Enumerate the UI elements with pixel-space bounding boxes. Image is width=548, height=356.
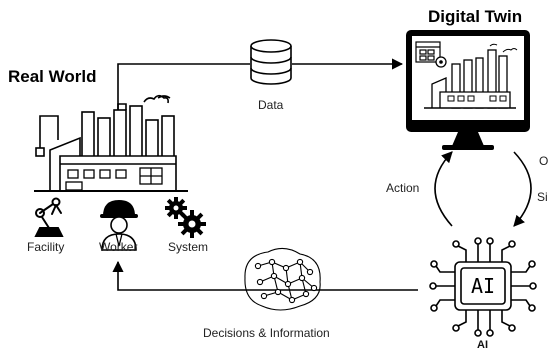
real-world-heading: Real World [8, 67, 97, 86]
worker-label: Worker [99, 240, 138, 254]
right-label-top: O [539, 154, 548, 168]
brain-network-icon [244, 247, 321, 311]
ai-chip-icon [429, 237, 537, 337]
ai-caption: AI [477, 339, 488, 351]
right-label-bottom: Si [537, 190, 548, 204]
database-icon [250, 39, 292, 85]
worker-icon [100, 200, 138, 251]
facility-label: Facility [27, 240, 65, 254]
decisions-label: Decisions & Information [203, 326, 330, 340]
data-label: Data [258, 98, 284, 112]
simulation-arrow [513, 151, 532, 227]
system-label: System [168, 240, 209, 254]
data-flow-arrow [117, 58, 404, 110]
digital-twin-heading: Digital Twin [428, 7, 523, 26]
ai-chip-label: AI [471, 274, 495, 298]
robot-arm-icon [34, 197, 64, 237]
decisions-flow-arrow [112, 260, 418, 291]
factory-icon [35, 94, 177, 191]
gears-icon [165, 197, 206, 238]
factory-windows [65, 167, 163, 191]
action-label: Action [386, 181, 420, 195]
action-arrow [434, 151, 453, 227]
monitor-icon [406, 30, 530, 150]
